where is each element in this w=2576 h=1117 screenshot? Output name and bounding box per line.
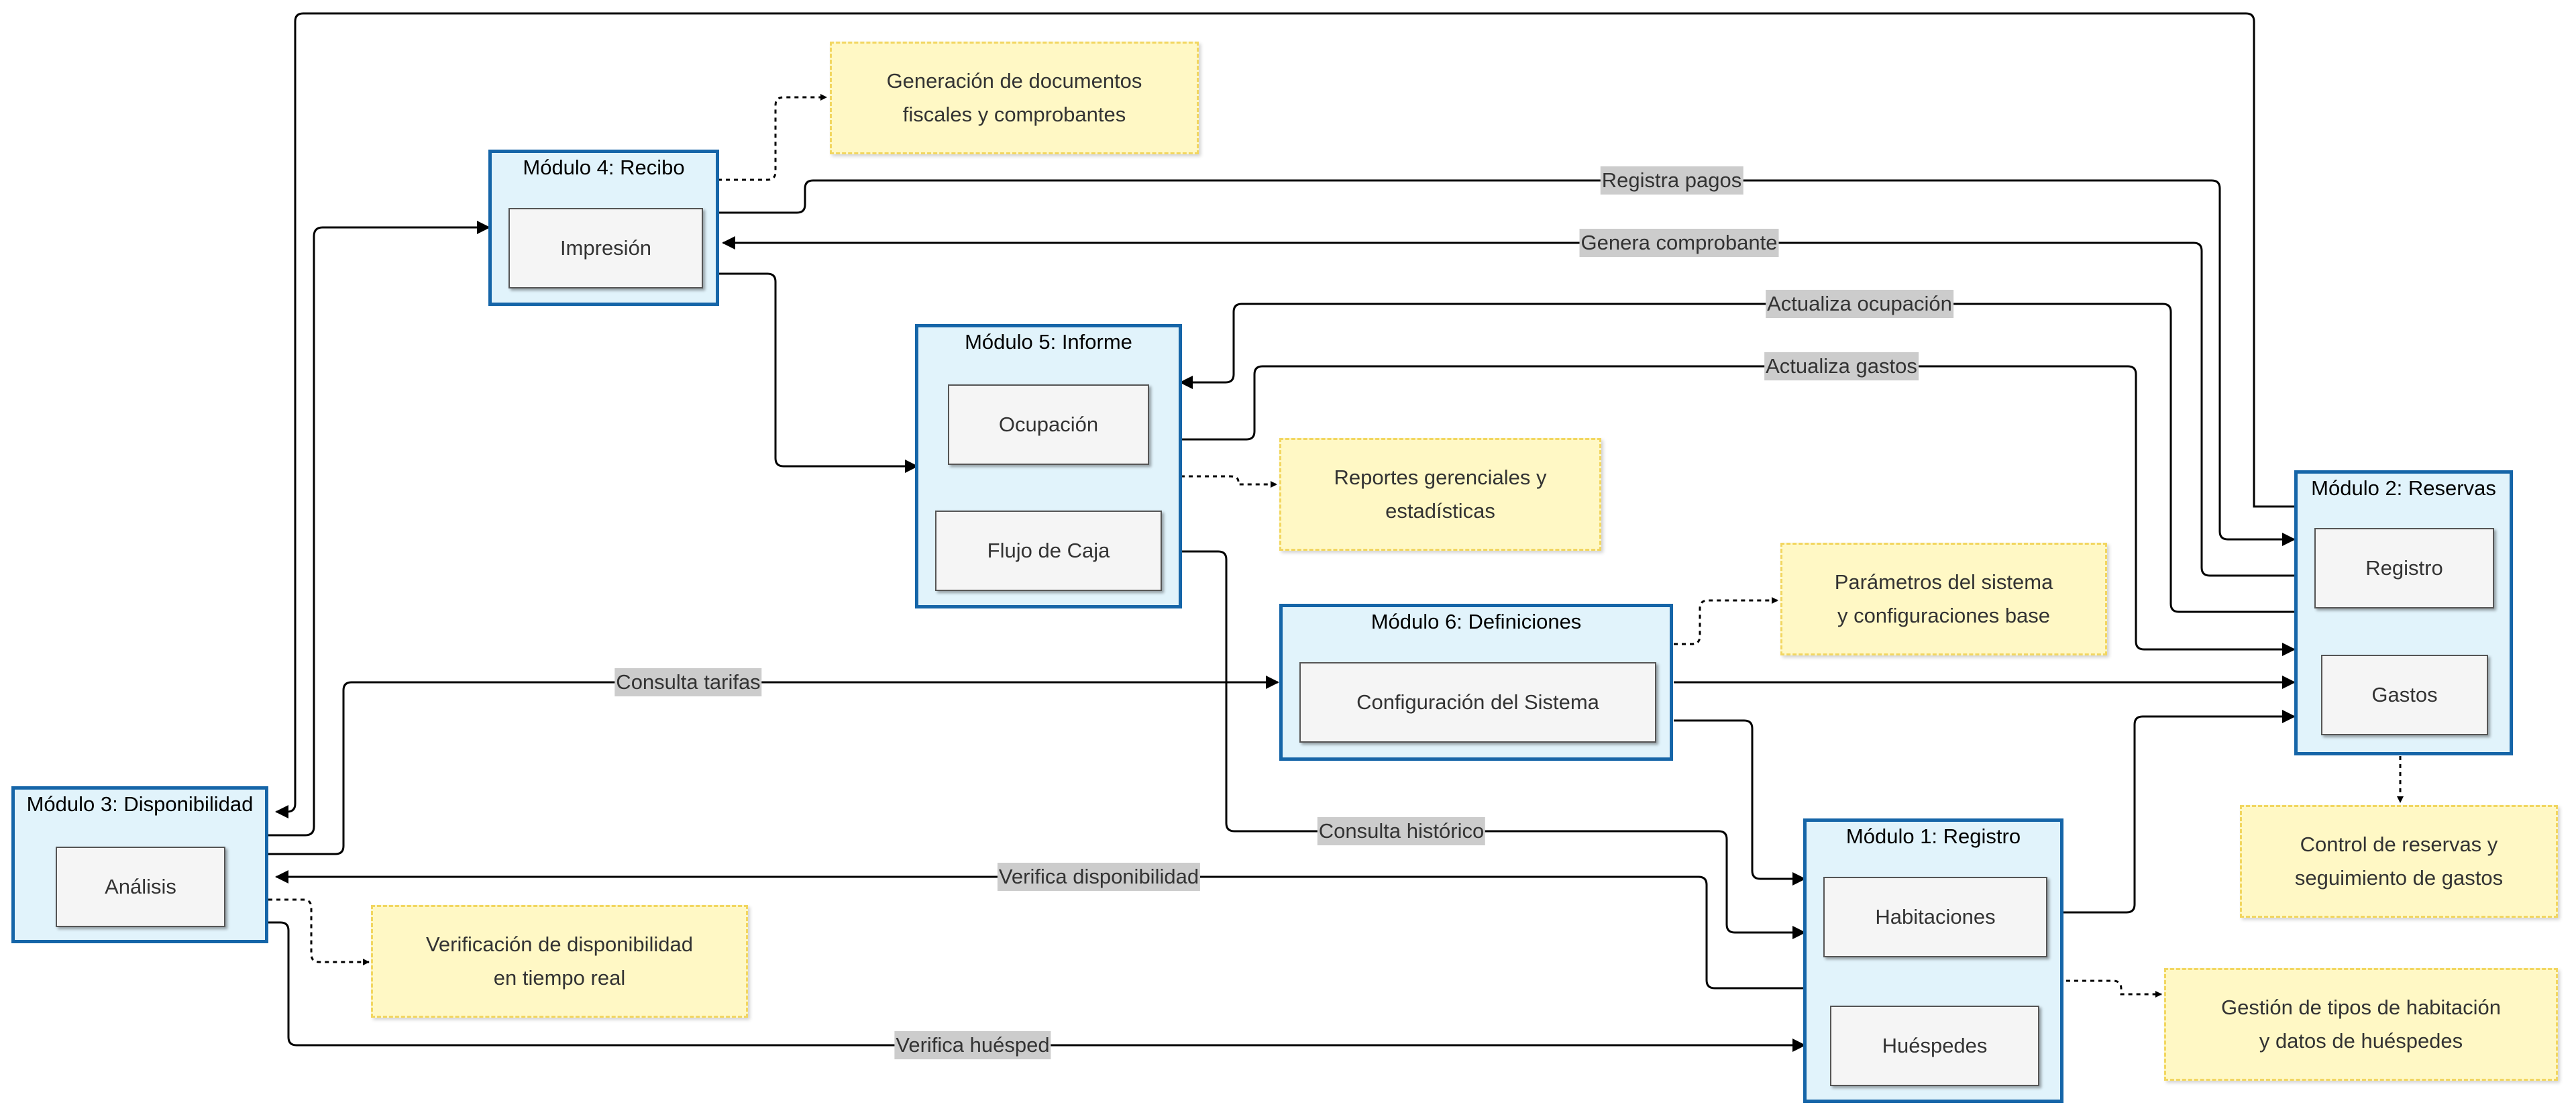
edge-registra-pagos (718, 179, 2296, 546)
submodule-gastos[interactable]: Gastos (2321, 655, 2488, 735)
note-registro: Gestión de tipos de habitación y datos d… (2164, 968, 2558, 1081)
edge-label-genera-comprobante: Genera comprobante (1579, 229, 1779, 257)
module-disponibilidad[interactable]: Módulo 3: Disponibilidad Análisis (11, 786, 268, 943)
edge-verifica-huesped (268, 921, 1806, 1052)
edge-label-registra-pagos: Registra pagos (1600, 166, 1743, 195)
submodule-analisis[interactable]: Análisis (56, 847, 225, 927)
edge-habitaciones-reservas (2062, 710, 2296, 914)
module-title: Módulo 6: Definiciones (1371, 610, 1582, 633)
module-informe[interactable]: Módulo 5: Informe Ocupación Flujo de Caj… (915, 324, 1182, 608)
edge-genera-comprobante (722, 236, 2313, 577)
module-recibo[interactable]: Módulo 4: Recibo Impresión (488, 150, 719, 306)
edge-consulta-tarifas (268, 676, 1279, 855)
edge-label-actualiza-ocupacion: Actualiza ocupación (1766, 290, 1953, 318)
note-definiciones: Parámetros del sistema y configuraciones… (1780, 543, 2107, 655)
submodule-huespedes[interactable]: Huéspedes (1830, 1006, 2039, 1086)
note-reservas: Control de reservas y seguimiento de gas… (2240, 805, 2558, 918)
module-registro[interactable]: Módulo 1: Registro Habitaciones Huéspede… (1803, 818, 2063, 1103)
edge-label-consulta-historico: Consulta histórico (1317, 817, 1486, 845)
module-reservas[interactable]: Módulo 2: Reservas Registro Gastos (2294, 470, 2513, 755)
note-informe: Reportes gerenciales y estadísticas (1279, 438, 1601, 551)
edge-label-consulta-tarifas: Consulta tarifas (614, 668, 762, 696)
note-link-disponibilidad (268, 898, 370, 965)
module-definiciones[interactable]: Módulo 6: Definiciones Configuración del… (1279, 604, 1673, 761)
submodule-ocupacion[interactable]: Ocupación (948, 384, 1149, 465)
edge-actualiza-ocupacion (1179, 303, 2294, 613)
note-disponibilidad: Verificación de disponibilidad en tiempo… (371, 905, 748, 1018)
edge-label-verifica-disponibilidad: Verifica disponibilidad (997, 863, 1201, 891)
edge-verifica-disponibilidad (275, 870, 1809, 990)
submodule-configuracion-sistema[interactable]: Configuración del Sistema (1299, 662, 1656, 743)
note-link-definiciones (1674, 597, 1778, 645)
module-title: Módulo 2: Reservas (2311, 476, 2496, 500)
module-title: Módulo 1: Registro (1845, 825, 2021, 848)
module-title: Módulo 5: Informe (965, 330, 1132, 354)
edge-disponibilidad-recibo (268, 221, 490, 837)
edge-label-actualiza-gastos: Actualiza gastos (1764, 352, 1919, 380)
note-link-recibo (718, 94, 827, 181)
edge-definiciones-registro (1674, 719, 1806, 886)
submodule-registro-reservas[interactable]: Registro (2314, 528, 2494, 608)
module-title: Módulo 4: Recibo (523, 156, 685, 179)
edge-actualiza-gastos (1181, 365, 2296, 656)
module-title: Módulo 3: Disponibilidad (26, 792, 254, 816)
note-link-informe (1181, 475, 1277, 488)
submodule-habitaciones[interactable]: Habitaciones (1823, 877, 2047, 957)
edge-reservas-disponibilidad (275, 12, 2294, 818)
edge-label-verifica-huesped: Verifica huésped (894, 1031, 1051, 1059)
submodule-flujo-de-caja[interactable]: Flujo de Caja (935, 511, 1162, 591)
note-recibo: Generación de documentos fiscales y comp… (830, 42, 1199, 154)
edge-recibo-informe (718, 272, 918, 473)
note-link-registro (2066, 979, 2162, 998)
submodule-impresion[interactable]: Impresión (508, 208, 703, 288)
